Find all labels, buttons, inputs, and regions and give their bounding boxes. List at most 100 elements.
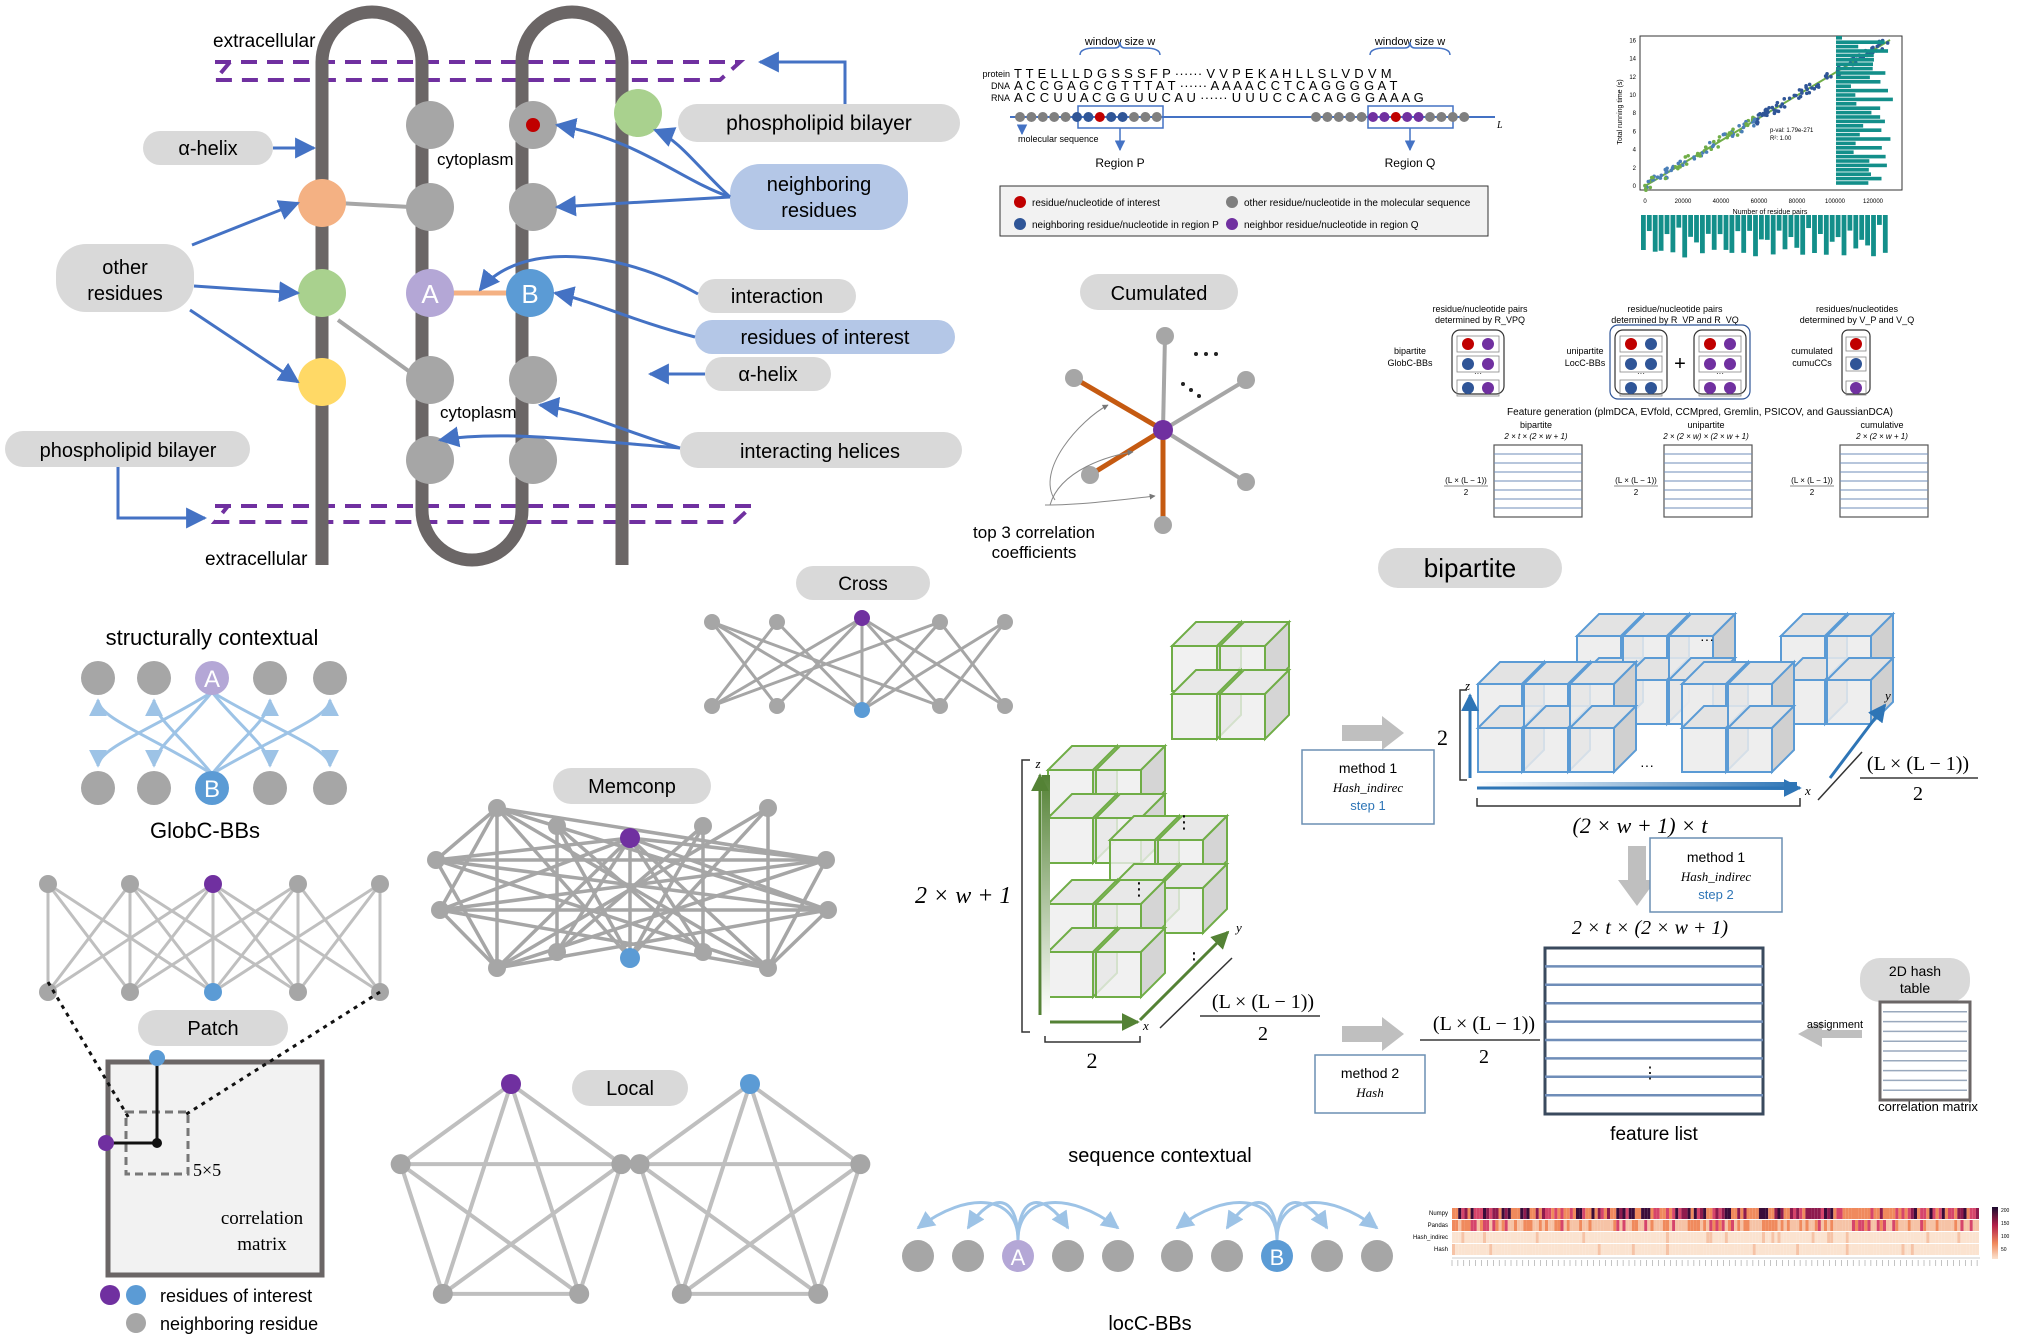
histogram-right-bar: [1836, 53, 1874, 58]
local-node: [671, 1283, 692, 1304]
pair-dot: [1625, 358, 1637, 370]
heatmap-cell: [1861, 1208, 1865, 1219]
heatmap-cell: [1607, 1220, 1611, 1231]
heatmap-cell: [1510, 1208, 1514, 1219]
heatmap-cell: [1517, 1244, 1521, 1255]
heatmap-cell: [1545, 1220, 1549, 1231]
locc-arrow: [966, 1201, 1020, 1241]
scatter-point: [1875, 44, 1880, 49]
heatmap-cell: [1848, 1244, 1852, 1255]
green-cube-front: [1095, 951, 1142, 998]
heatmap-cell: [1926, 1244, 1930, 1255]
heatmap-cell: [1579, 1208, 1583, 1219]
heatmap-cell: [1526, 1244, 1530, 1255]
heatmap-cell: [1613, 1220, 1617, 1231]
heatmap-cell: [1563, 1244, 1567, 1255]
heatmap-cell: [1662, 1232, 1666, 1243]
heatmap-row-hash: Hash: [1434, 1247, 1448, 1253]
scatter-ytick: 8: [1633, 111, 1637, 117]
histogram-bottom-bar: [1747, 215, 1752, 231]
locc-node: [1052, 1240, 1084, 1272]
heatmap-cell: [1603, 1220, 1607, 1231]
heatmap-cell: [1641, 1220, 1645, 1231]
heatmap-cell: [1960, 1232, 1964, 1243]
cumulated-label-2: cumuCCs: [1792, 358, 1832, 368]
heatmap-cell: [1541, 1244, 1545, 1255]
heatmap-cell: [1820, 1244, 1824, 1255]
heatmap-cell: [1461, 1220, 1465, 1231]
heatmap-cell: [1898, 1220, 1902, 1231]
heatmap-cell: [1641, 1232, 1645, 1243]
heatmap-cell: [1656, 1232, 1660, 1243]
heatmap-cell: [1901, 1232, 1905, 1243]
heatmap-cell: [1727, 1232, 1731, 1243]
heatmap-cell: [1551, 1208, 1555, 1219]
heatmap-cell: [1591, 1220, 1595, 1231]
scatter-point: [1735, 133, 1740, 137]
green-cube-front: [1047, 817, 1094, 864]
heatmap-cell: [1786, 1244, 1790, 1255]
heatmap-cell: [1579, 1232, 1583, 1243]
globc-node: [313, 661, 347, 695]
method1-step2-box: [1649, 837, 1783, 913]
alpha-helix-left-label: α-helix: [178, 138, 237, 160]
sequence-dot: [1129, 112, 1139, 122]
heatmap-cell: [1588, 1208, 1592, 1219]
heatmap-cell: [1882, 1208, 1886, 1219]
heatmap-cell: [1913, 1208, 1917, 1219]
sequence-dot: [1094, 112, 1105, 122]
heatmap-cell: [1492, 1208, 1496, 1219]
scatter-point: [1646, 179, 1651, 184]
col3-head-2: determined by V_P and V_Q: [1800, 315, 1914, 325]
heatmap-cell: [1495, 1208, 1499, 1219]
scatter-point: [1772, 108, 1776, 112]
pair-dot: [1724, 382, 1736, 394]
histogram-bottom-bar: [1859, 215, 1865, 240]
locc-node: [952, 1240, 984, 1272]
patch-node: [121, 983, 139, 1001]
histogram-right-bar: [1836, 75, 1870, 80]
heatmap-cell: [1886, 1208, 1890, 1219]
heatmap-cell: [1479, 1208, 1483, 1219]
local-edge: [679, 1083, 752, 1295]
memconp-node: [694, 943, 712, 961]
memconp-edge: [629, 836, 827, 862]
globc-arrow: [211, 690, 339, 768]
heatmap-cell: [1721, 1208, 1725, 1219]
heatmap-cell: [1504, 1232, 1508, 1243]
pair-dot: [1645, 358, 1657, 370]
pair-boxes: ······+···: [1451, 324, 1871, 400]
heatmap-cell: [1572, 1244, 1576, 1255]
cross-title: Cross: [838, 574, 888, 595]
histogram-bottom-bar: [1700, 215, 1705, 254]
heatmap-cell: [1486, 1208, 1490, 1219]
histogram-right-bar: [1836, 124, 1864, 128]
heatmap-cell: [1749, 1232, 1753, 1243]
heatmap-cell: [1879, 1232, 1883, 1243]
heatmap-cell: [1703, 1244, 1707, 1255]
heatmap-cell: [1923, 1208, 1927, 1219]
bipartite-depth-num: (L × (L − 1)): [1867, 753, 1969, 775]
histogram-right-bar: [1836, 176, 1882, 181]
heatmap-cell: [1520, 1220, 1524, 1231]
structural-context: structurally contextual AB GlobC-BBs: [81, 625, 347, 843]
bilayer-bottom: [210, 504, 758, 524]
heatmap-cell: [1833, 1208, 1837, 1219]
histogram-right-bar: [1836, 93, 1856, 97]
heatmap-cell: [1641, 1208, 1645, 1219]
pair-dot: [1482, 358, 1494, 370]
blue-cube-front: [1727, 727, 1773, 773]
heatmap-cell: [1954, 1220, 1958, 1231]
heatmap-cell: [1501, 1244, 1505, 1255]
scatter-point: [1829, 74, 1833, 79]
scatter-point: [1741, 125, 1746, 130]
scatter-point: [1686, 153, 1690, 158]
histogram-right-bar: [1836, 132, 1860, 137]
heatmap-cell: [1455, 1208, 1459, 1219]
cross-node: [854, 610, 870, 626]
heatmap-cell: [1830, 1208, 1834, 1219]
heatmap-cell: [1749, 1220, 1753, 1231]
heatmap-cell: [1882, 1232, 1886, 1243]
heatmap-cell: [1529, 1244, 1533, 1255]
heatmap-cell: [1839, 1208, 1843, 1219]
